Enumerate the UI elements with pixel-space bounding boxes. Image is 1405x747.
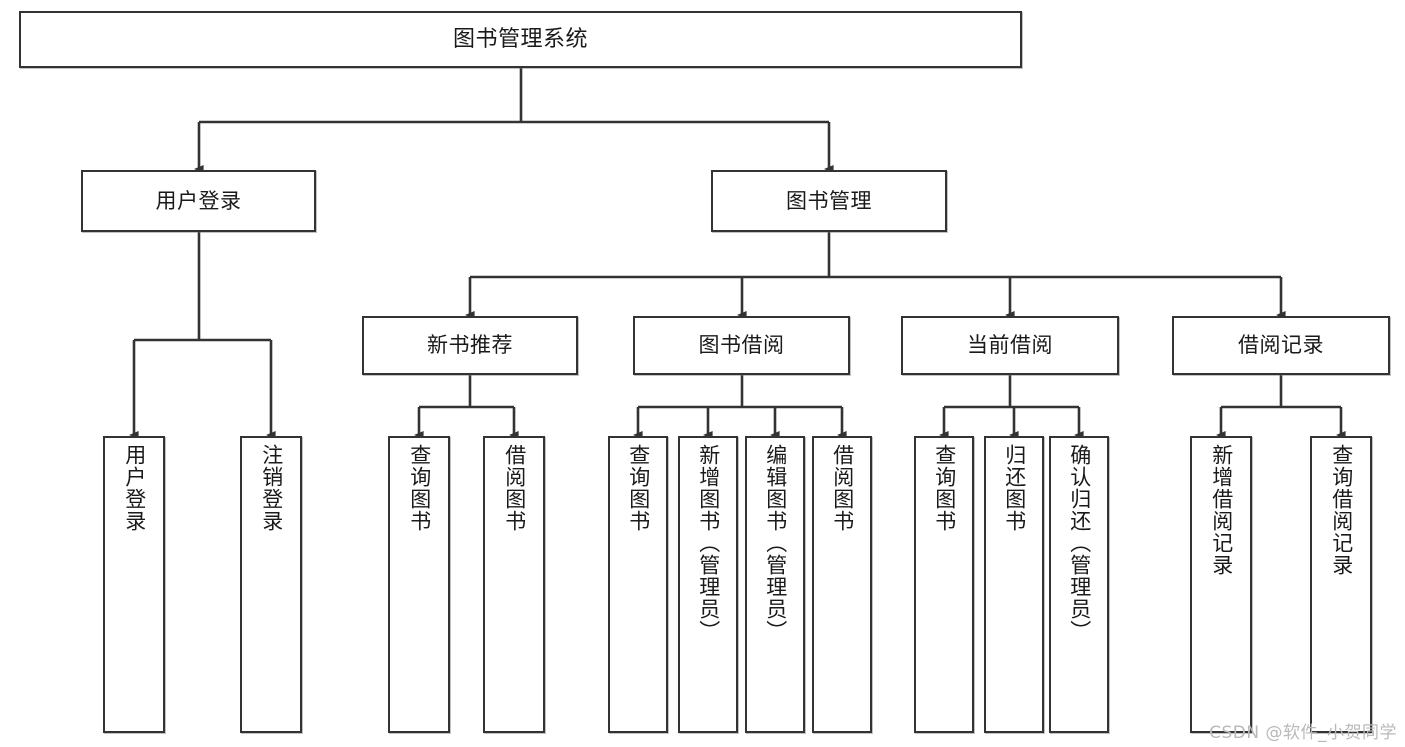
node-label: 用户登录 <box>122 444 147 532</box>
node-root-book-management-system[interactable]: 图书管理系统 <box>19 11 1022 68</box>
node-leaf-current-confirm-return[interactable]: 确认归还（管理员） <box>1049 436 1109 733</box>
node-current-borrowing[interactable]: 当前借阅 <box>901 316 1119 375</box>
node-leaf-borrow-edit-book[interactable]: 编辑图书（管理员） <box>745 436 805 733</box>
node-leaf-record-add-record[interactable]: 新增借阅记录 <box>1190 436 1252 733</box>
node-label: 注销登录 <box>259 444 284 532</box>
node-new-book-recommendation[interactable]: 新书推荐 <box>362 316 578 375</box>
node-borrowing-records[interactable]: 借阅记录 <box>1172 316 1390 375</box>
node-leaf-current-query-book[interactable]: 查询图书 <box>914 436 974 733</box>
node-label: 借阅记录 <box>1238 333 1324 358</box>
node-label: 确认归还（管理员） <box>1067 444 1092 642</box>
node-label: 查询图书 <box>932 444 957 532</box>
node-leaf-user-login[interactable]: 用户登录 <box>103 436 165 733</box>
node-label: 图书管理 <box>786 188 872 213</box>
node-leaf-borrow-query-book[interactable]: 查询图书 <box>608 436 668 733</box>
node-label: 用户登录 <box>155 188 242 213</box>
node-label: 图书借阅 <box>698 333 785 358</box>
node-label: 归还图书 <box>1002 444 1027 532</box>
node-leaf-borrow-add-book[interactable]: 新增图书（管理员） <box>678 436 738 733</box>
node-label: 借阅图书 <box>502 444 527 532</box>
node-label: 新增图书（管理员） <box>696 444 721 642</box>
node-leaf-current-return-book[interactable]: 归还图书 <box>984 436 1044 733</box>
node-label: 当前借阅 <box>967 333 1053 358</box>
node-leaf-borrow-borrow-book[interactable]: 借阅图书 <box>812 436 872 733</box>
node-user-login[interactable]: 用户登录 <box>81 170 316 232</box>
node-book-management[interactable]: 图书管理 <box>711 170 947 232</box>
csdn-watermark: CSDN @软件_小贺同学 <box>1209 723 1397 743</box>
node-leaf-user-logout[interactable]: 注销登录 <box>240 436 302 733</box>
node-label: 新增借阅记录 <box>1209 444 1234 576</box>
node-leaf-recommend-borrow-book[interactable]: 借阅图书 <box>483 436 545 733</box>
node-label: 编辑图书（管理员） <box>763 444 788 642</box>
node-label: 查询借阅记录 <box>1329 444 1354 576</box>
node-label: 查询图书 <box>626 444 651 532</box>
node-leaf-record-query-record[interactable]: 查询借阅记录 <box>1310 436 1372 733</box>
node-leaf-recommend-query-book[interactable]: 查询图书 <box>388 436 450 733</box>
node-label: 新书推荐 <box>427 333 513 358</box>
node-label: 图书管理系统 <box>452 26 588 52</box>
node-book-borrowing[interactable]: 图书借阅 <box>633 316 850 375</box>
node-label: 借阅图书 <box>830 444 855 532</box>
node-label: 查询图书 <box>407 444 432 532</box>
